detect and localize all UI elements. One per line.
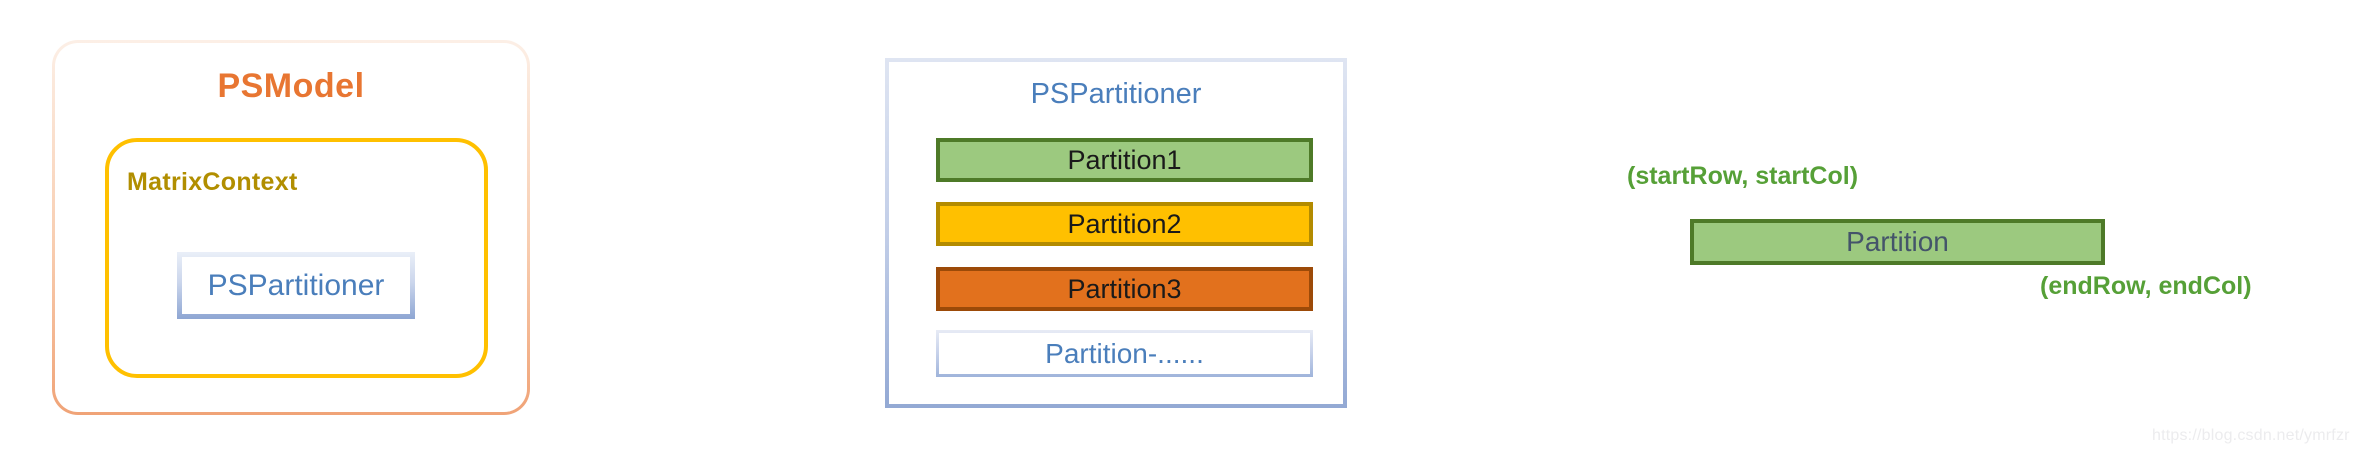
pspartitioner-chip-label: PSPartitioner (182, 257, 410, 314)
end-coords-label: (endRow, endCol) (2040, 272, 2252, 300)
pspartitioner-panel: PSPartitioner Partition1 Partition2 Part… (885, 58, 1347, 408)
pspartitioner-panel-title: PSPartitioner (1030, 78, 1202, 110)
start-coords-label: (startRow, startCol) (1627, 162, 1859, 190)
partition3-bar: Partition3 (936, 267, 1313, 311)
psmodel-box-inner: PSModel MatrixContext PSPartitioner (55, 43, 527, 412)
partition1-bar: Partition1 (936, 138, 1313, 182)
psmodel-title: PSModel (217, 67, 365, 105)
pspartitioner-panel-inner: PSPartitioner Partition1 Partition2 Part… (889, 62, 1343, 404)
partition-more-label: Partition-...... (939, 333, 1310, 374)
partition-more-bar: Partition-...... (936, 330, 1313, 377)
psmodel-box: PSModel MatrixContext PSPartitioner (52, 40, 530, 415)
partition2-bar: Partition2 (936, 202, 1313, 246)
pspartitioner-chip: PSPartitioner (177, 252, 415, 319)
partition-detail-bar: Partition (1690, 219, 2105, 265)
matrix-context-label: MatrixContext (127, 168, 298, 196)
watermark-url: https://blog.csdn.net/ymrfzr (2152, 427, 2350, 444)
matrix-context-box: MatrixContext PSPartitioner (105, 138, 488, 378)
